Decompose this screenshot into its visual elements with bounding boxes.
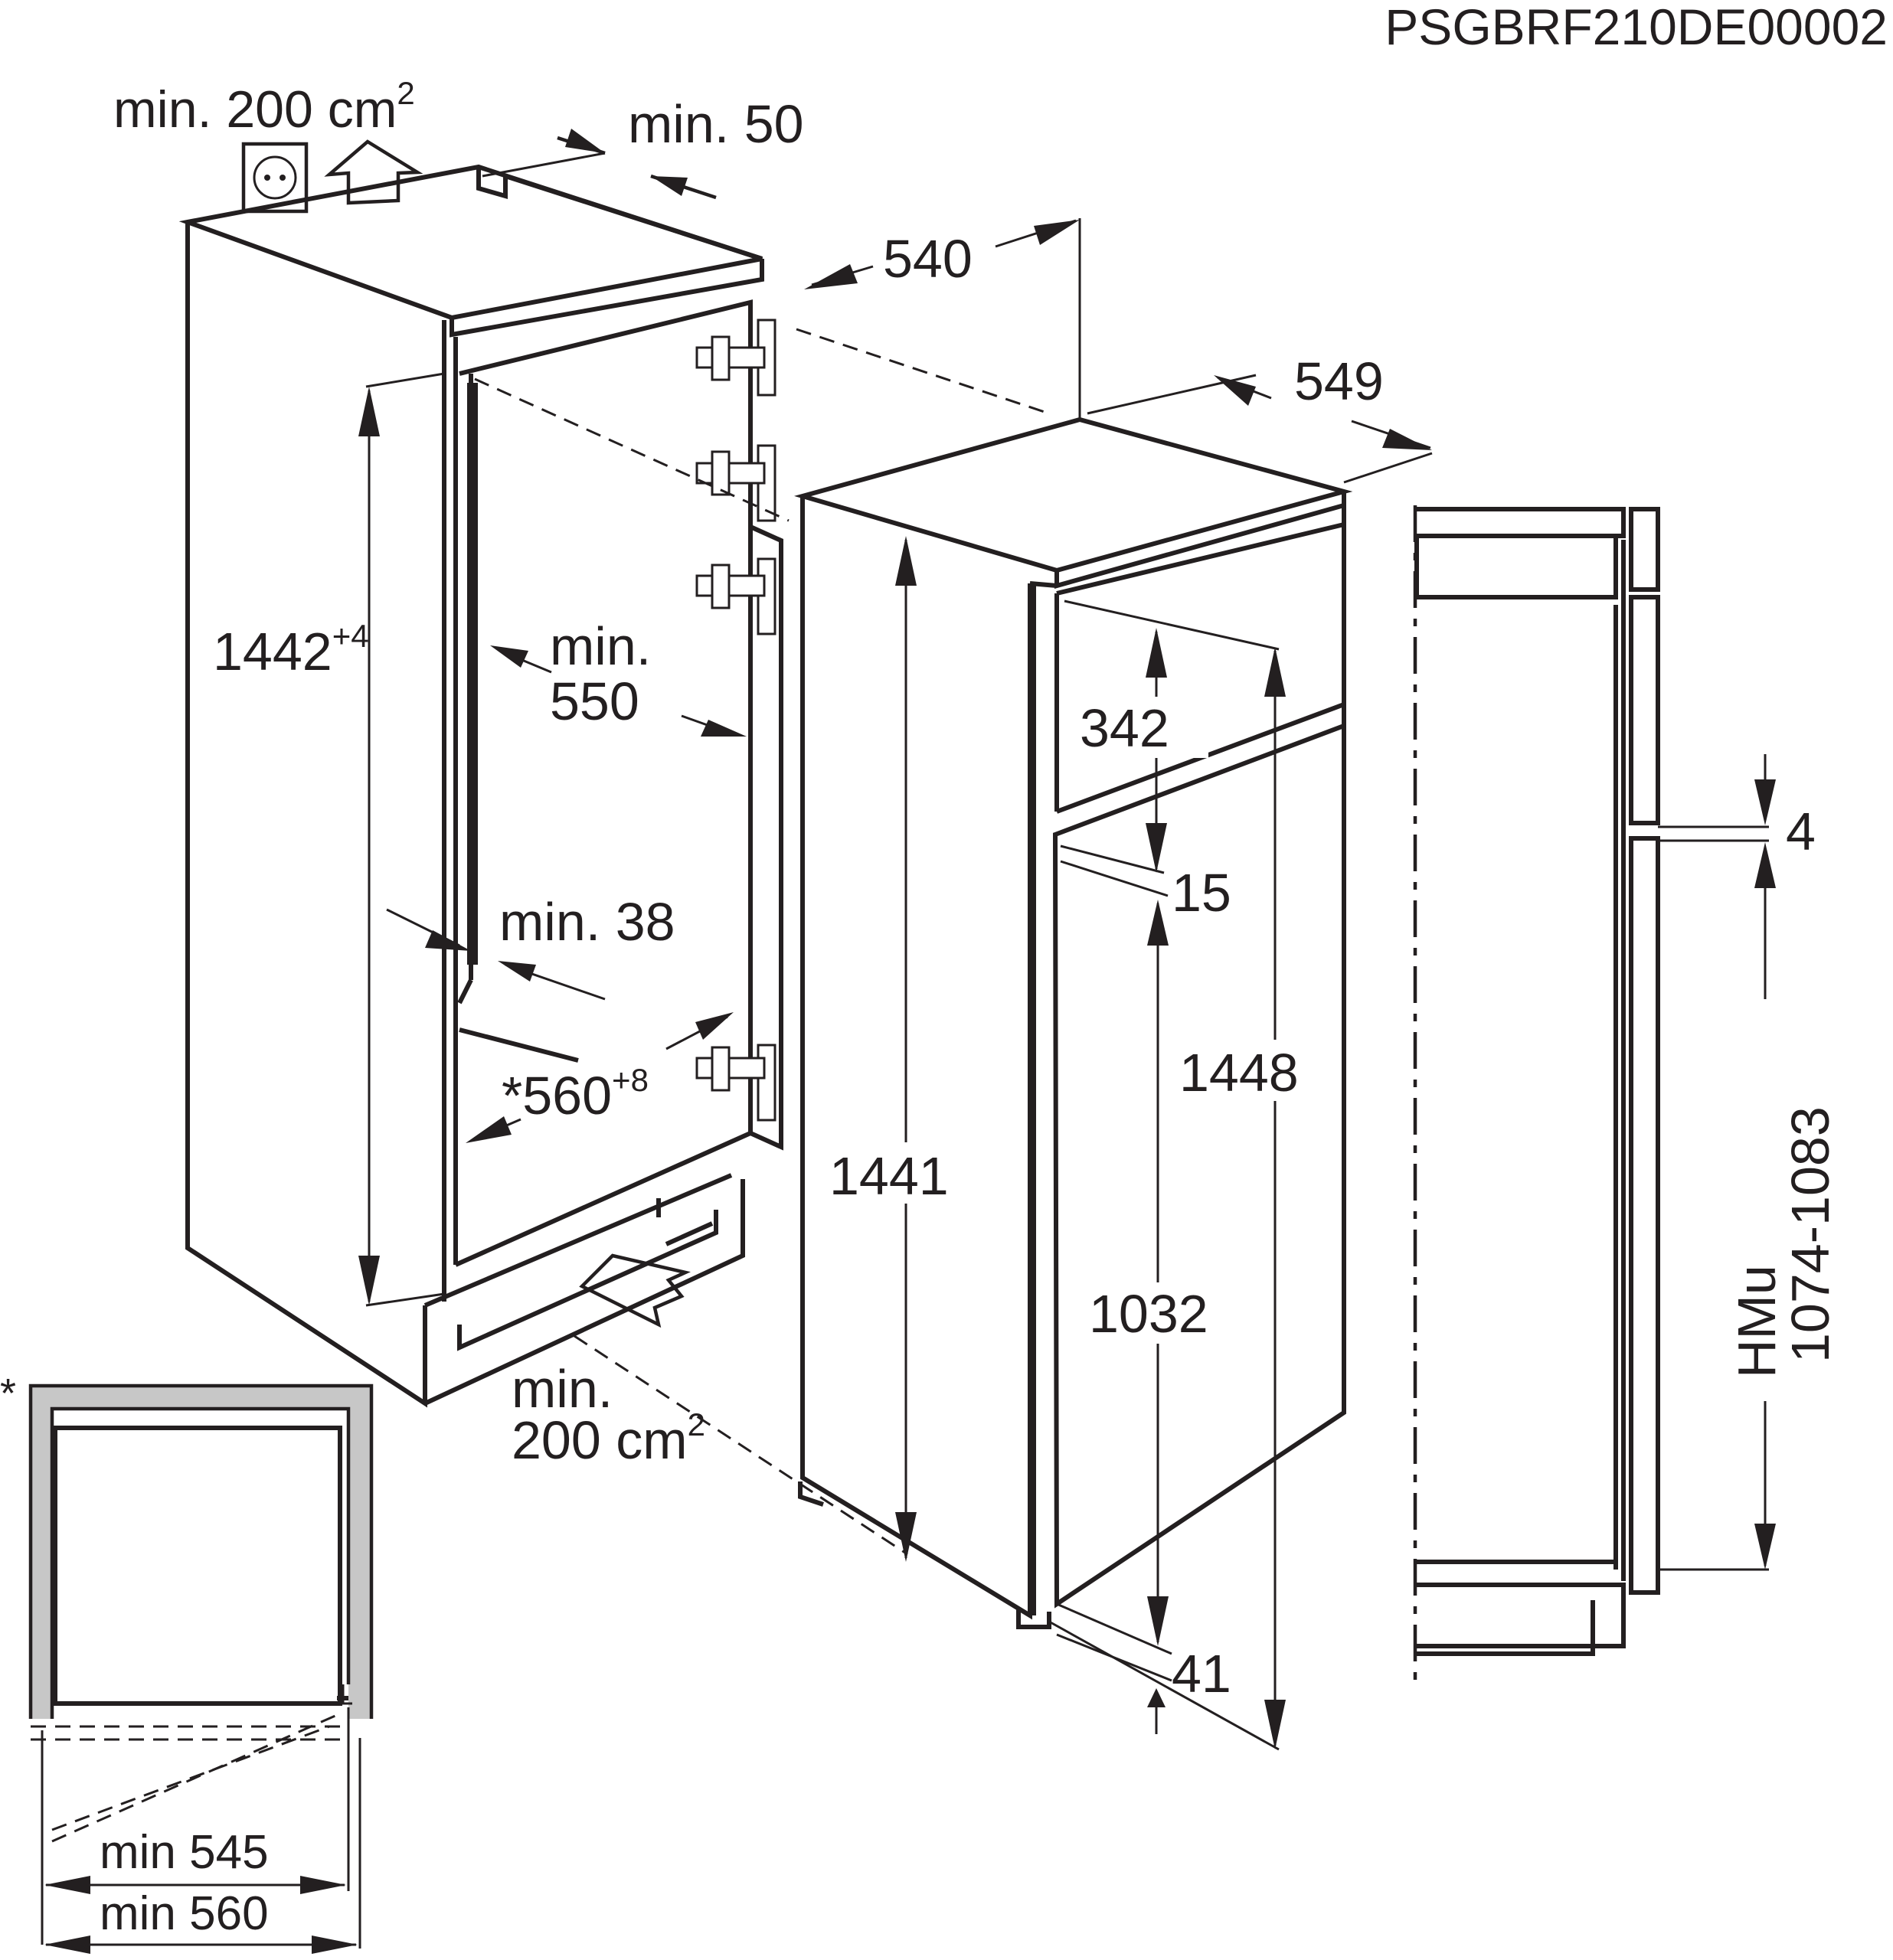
gap-top-label: min. 50 bbox=[628, 94, 804, 154]
bottom-41-label: 41 bbox=[1172, 1644, 1231, 1704]
document-id: PSGBRF210DE00002 bbox=[1385, 0, 1888, 55]
min-560-label: min 560 bbox=[100, 1887, 269, 1940]
depth-540-label: 540 bbox=[883, 229, 973, 289]
niche-height-dimension: 1442+4 bbox=[213, 372, 445, 1307]
airflow-in-arrow-icon bbox=[579, 1253, 691, 1328]
plan-view-inset: * min 545 min 560 bbox=[0, 1370, 374, 1954]
hmu-label: HMu bbox=[1727, 1265, 1787, 1378]
hinge-4 bbox=[695, 1044, 776, 1122]
height-1448-label: 1448 bbox=[1179, 1043, 1299, 1102]
hmu-range-label: 1074-1083 bbox=[1780, 1106, 1840, 1363]
asterisk-label: * bbox=[0, 1370, 16, 1416]
cabinet-niche bbox=[178, 164, 783, 1408]
door-hinges bbox=[695, 318, 776, 1122]
height-1441-label: 1441 bbox=[829, 1146, 949, 1206]
vent-top-label: min. 200 cm2 bbox=[113, 75, 415, 139]
side-section-view: 4 HMu 1074-1083 bbox=[1413, 505, 1840, 1684]
hinge-3 bbox=[695, 557, 776, 635]
min-550-label-a: min. bbox=[550, 616, 651, 676]
min-38-label: min. 38 bbox=[499, 892, 675, 952]
depth-549-label: 549 bbox=[1294, 351, 1384, 411]
hinge-1 bbox=[695, 318, 776, 397]
gap-15-label: 15 bbox=[1172, 863, 1231, 923]
hinge-2 bbox=[695, 444, 776, 522]
vent-bottom-label-a: min. bbox=[512, 1359, 613, 1419]
power-socket-icon bbox=[241, 142, 309, 214]
niche-width-label: *560+8 bbox=[502, 1062, 649, 1125]
airflow-up-arrow-icon bbox=[324, 139, 423, 205]
vent-bottom-label-b: 200 cm2 bbox=[512, 1406, 705, 1470]
gap-4-label: 4 bbox=[1786, 802, 1816, 861]
min-550-label-b: 550 bbox=[550, 671, 639, 731]
door-342-label: 342 bbox=[1080, 698, 1169, 758]
niche-height-label: 1442+4 bbox=[213, 618, 369, 681]
door-1032-label: 1032 bbox=[1089, 1284, 1208, 1344]
appliance bbox=[794, 416, 1353, 1629]
min-545-label: min 545 bbox=[100, 1826, 269, 1879]
